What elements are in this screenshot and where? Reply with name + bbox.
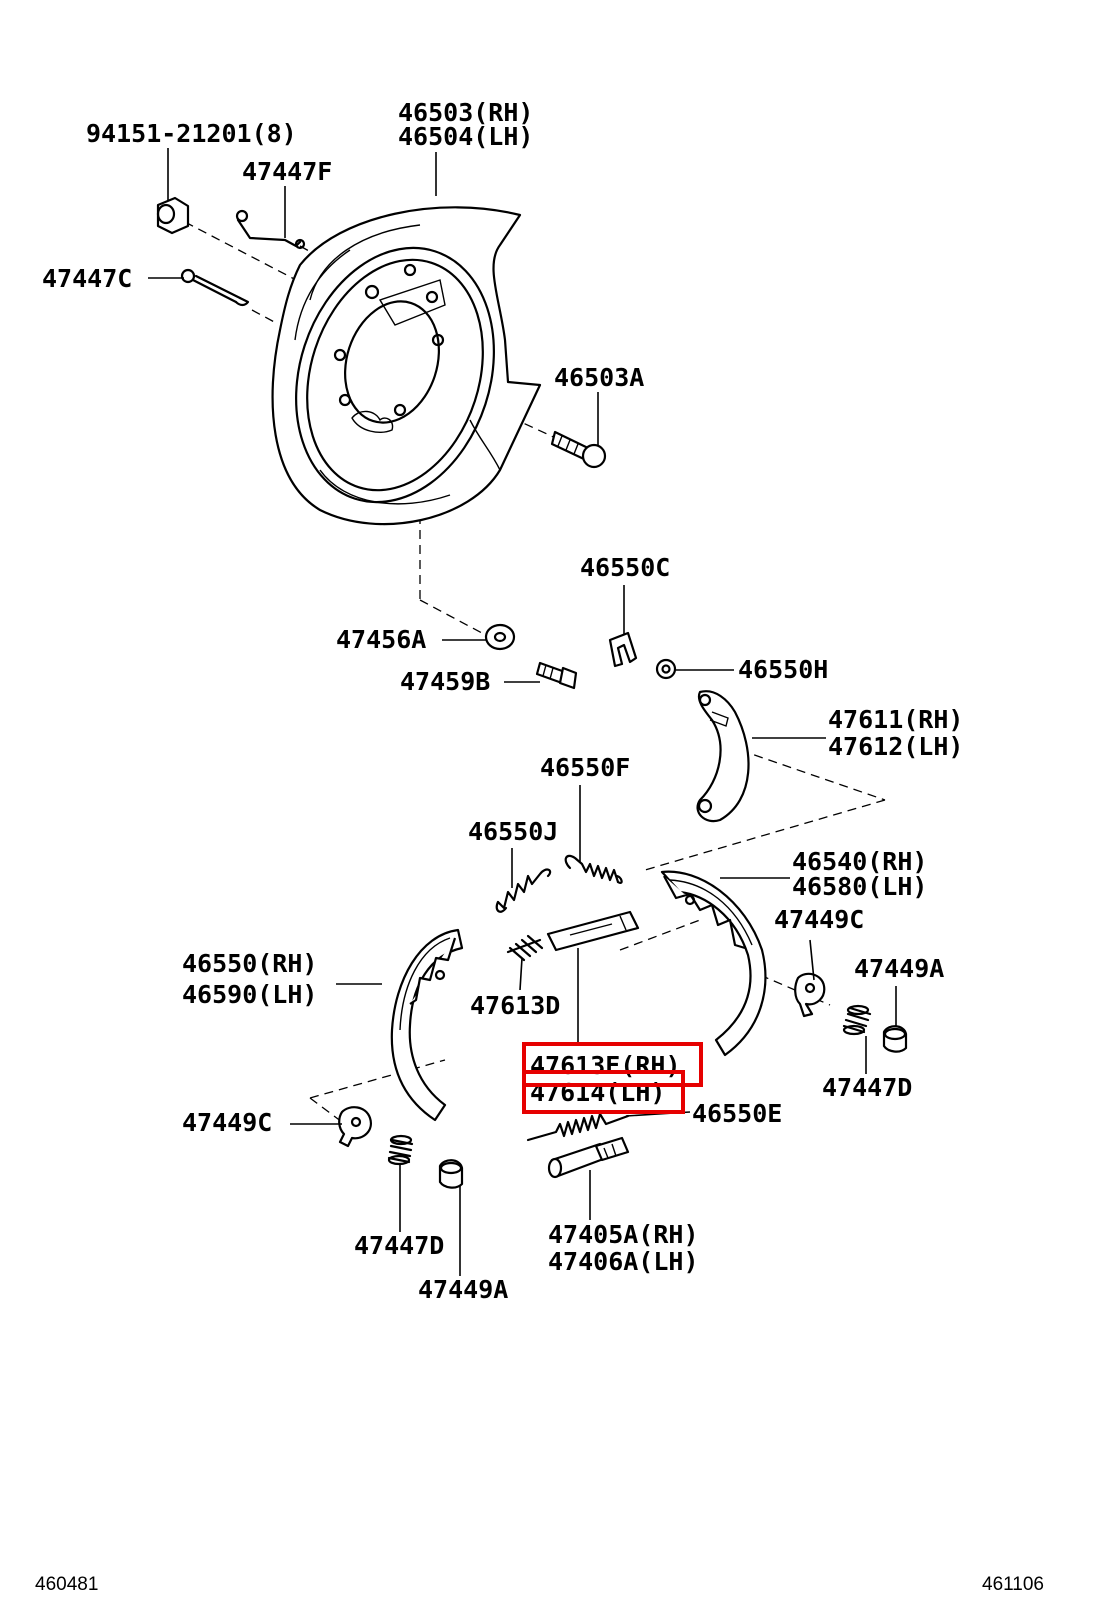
lever-47611-part [696, 690, 750, 823]
adjuster-47405A-part [547, 1136, 630, 1179]
label-47447D-left: 47447D [354, 1231, 444, 1260]
label-47447C: 47447C [42, 264, 132, 293]
label-46550H: 46550H [738, 655, 828, 684]
label-46550C: 46550C [580, 553, 670, 582]
label-47449C-right: 47449C [774, 905, 864, 934]
label-47613E: 47613E(RH) [530, 1051, 681, 1080]
spring-47447D-right-part [842, 1004, 872, 1036]
strut-47613E-part [546, 910, 640, 952]
label-46550F: 46550F [540, 753, 630, 782]
label-46503A: 46503A [554, 363, 644, 392]
highlight-box-47614 [522, 1070, 685, 1114]
label-46503: 46503(RH) [398, 98, 533, 127]
label-47613D: 47613D [470, 991, 560, 1020]
label-47611: 47611(RH) [828, 705, 963, 734]
part-labels: 94151-21201(8) 46503(RH) 46504(LH) 47447… [42, 98, 963, 1304]
label-47612: 47612(LH) [828, 732, 963, 761]
highlight-box-47613E [522, 1042, 703, 1087]
shoe-46550-part [390, 928, 464, 1122]
label-46504: 46504(LH) [398, 122, 533, 151]
label-46550: 46550(RH) [182, 949, 317, 978]
label-94151: 94151-21201(8) [86, 119, 297, 148]
label-47405A: 47405A(RH) [548, 1220, 699, 1249]
label-47449A-right: 47449A [854, 954, 944, 983]
label-46540: 46540(RH) [792, 847, 927, 876]
label-47614: 47614(LH) [530, 1078, 665, 1107]
label-46550J: 46550J [468, 817, 558, 846]
label-47447F: 47447F [242, 157, 332, 186]
label-46590: 46590(LH) [182, 980, 317, 1009]
label-47456A: 47456A [336, 625, 426, 654]
label-47449A-left: 47449A [418, 1275, 508, 1304]
cup-47449A-right-part [882, 1025, 908, 1053]
pin-47447C-part [180, 268, 250, 307]
leader-lines [148, 148, 897, 1276]
footer-right-code: 461106 [982, 1574, 1044, 1595]
clip-47613D-part [506, 934, 544, 962]
spring-46550E-part [526, 1112, 630, 1142]
spring-47447D-left-part [387, 1134, 414, 1166]
bolt-47459B-part [535, 661, 578, 690]
backing-plate-part [271, 206, 542, 526]
label-47447D-right: 47447D [822, 1073, 912, 1102]
washer-47456A-part [484, 623, 516, 651]
bolt-46503A-part [550, 430, 607, 469]
nut-94151-part [156, 196, 190, 235]
cup-47449A-left-part [438, 1159, 464, 1189]
cup-47449C-right-part [794, 972, 826, 1018]
label-47459B: 47459B [400, 667, 490, 696]
highlight-boxes [522, 1042, 703, 1114]
clip-46550C-part [608, 631, 638, 668]
spring-46550F-part [564, 854, 623, 884]
label-47449C-left: 47449C [182, 1108, 272, 1137]
cup-47449C-left-part [338, 1106, 372, 1148]
shoe-46540-part [660, 870, 767, 1057]
label-46580: 46580(LH) [792, 872, 927, 901]
footer-codes: 460481 461106 [35, 1574, 1044, 1595]
label-46550E: 46550E [692, 1099, 782, 1128]
washer-46550H-part [655, 658, 677, 680]
spring-46550J-part [495, 868, 552, 913]
label-47406A: 47406A(LH) [548, 1247, 699, 1276]
clip-47447F-part [235, 209, 306, 250]
footer-left-code: 460481 [35, 1574, 98, 1595]
